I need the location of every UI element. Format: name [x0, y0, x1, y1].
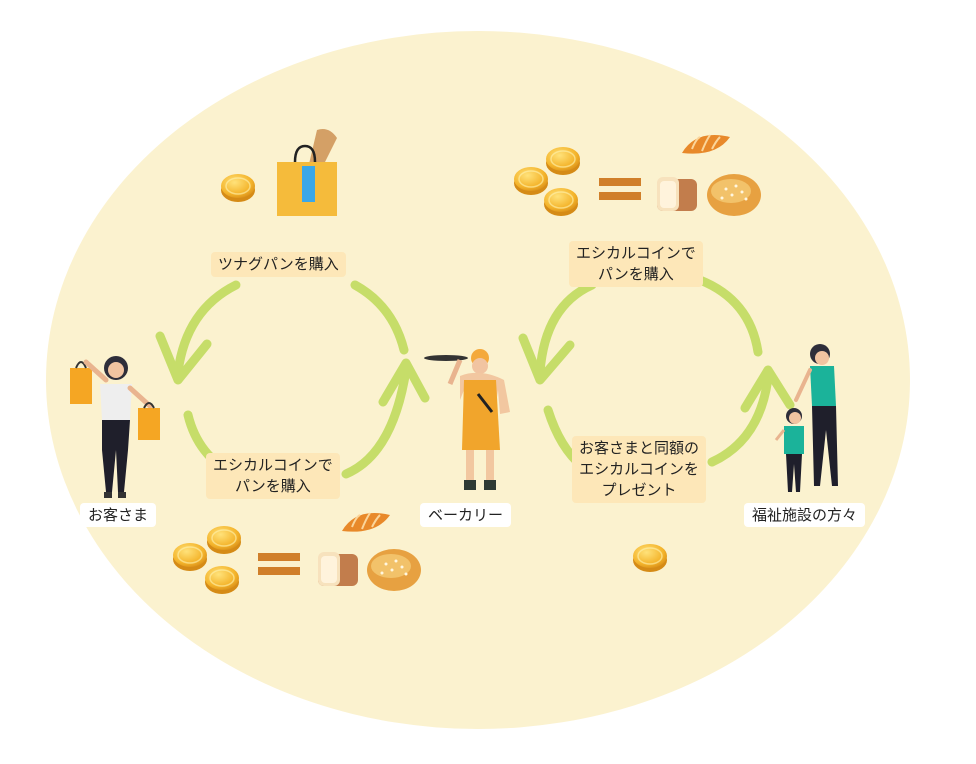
woman-shopping-icon [70, 356, 160, 498]
coin-icon [220, 173, 256, 203]
baker-icon [424, 349, 510, 490]
label-gift-coin: お客さまと同額の エシカルコインを プレゼント [572, 436, 707, 503]
label-buy-with-coin-left: エシカルコインで パンを購入 [206, 453, 340, 499]
right-loop-arrows [518, 275, 795, 471]
round-bread-icon [707, 174, 761, 216]
coin-icon [632, 543, 668, 573]
bread-loaf-icon [657, 177, 697, 211]
label-buy-tsunagu-bread: ツナグパンを購入 [211, 252, 346, 277]
mother-child-icon [774, 344, 838, 492]
coin-icon [543, 187, 579, 217]
coin-icon [513, 166, 549, 196]
label-buy-with-coin-right: エシカルコインで パンを購入 [569, 241, 703, 287]
actor-customer-label: お客さま [80, 503, 157, 527]
coin-icon [204, 565, 240, 595]
round-bread-icon [367, 549, 421, 591]
coin-icon [206, 525, 242, 555]
shopping-bag-bread-icon [277, 129, 337, 216]
bread-loaf-icon [318, 552, 358, 586]
coin-icon [545, 146, 581, 176]
coin-icon [172, 542, 208, 572]
actor-welfare-label: 福祉施設の方々 [744, 503, 866, 527]
actor-bakery-label: ベーカリー [420, 503, 512, 527]
